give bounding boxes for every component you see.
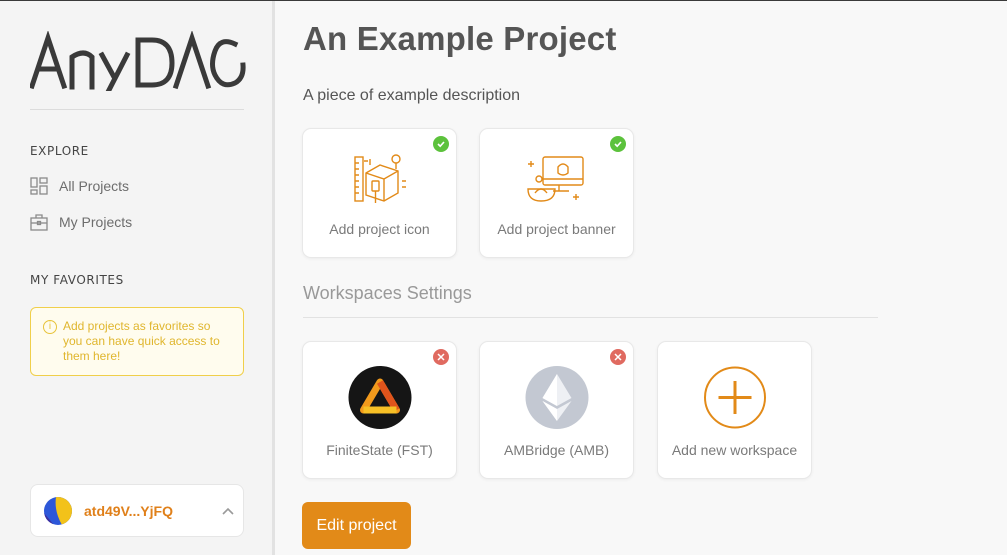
workspace-label: FiniteState (FST): [326, 442, 433, 458]
workspace-card-ambridge[interactable]: AMBridge (AMB): [479, 341, 634, 479]
check-icon: [433, 136, 449, 152]
design-monitor-icon: [525, 153, 589, 214]
grid-icon: [30, 177, 48, 195]
project-description: A piece of example description: [303, 87, 521, 104]
chevron-up-icon[interactable]: [213, 502, 243, 520]
logo-divider: [30, 109, 244, 110]
favorites-label: MY FAVORITES: [30, 273, 124, 287]
favorites-hint-text: Add projects as favorites so you can hav…: [63, 319, 220, 363]
add-project-icon-label: Add project icon: [329, 221, 430, 237]
check-icon: [610, 136, 626, 152]
explore-label: EXPLORE: [30, 144, 89, 158]
briefcase-icon: [30, 214, 48, 231]
remove-icon[interactable]: [433, 349, 449, 365]
favorites-hint: i Add projects as favorites so you can h…: [30, 307, 244, 376]
add-project-banner-label: Add project banner: [497, 221, 616, 237]
finitestate-logo: [348, 366, 411, 429]
add-project-banner-card[interactable]: Add project banner: [479, 128, 634, 258]
workspace-label: AMBridge (AMB): [503, 442, 610, 458]
add-project-icon-card[interactable]: Add project icon: [302, 128, 457, 258]
edit-project-button[interactable]: Edit project: [302, 502, 411, 549]
sidebar: EXPLORE All Projects My Projects MY FAVO…: [0, 1, 275, 555]
workspace-card-finitestate[interactable]: FiniteState (FST): [302, 341, 457, 479]
account-menu[interactable]: atd49V...YjFQ: [30, 484, 244, 537]
account-name: atd49V...YjFQ: [84, 502, 173, 519]
avatar: [44, 496, 72, 525]
page-title: An Example Project: [303, 20, 617, 57]
sidebar-item-my-projects[interactable]: My Projects: [30, 213, 132, 231]
workspaces-heading: Workspaces Settings: [303, 283, 472, 303]
add-workspace-card[interactable]: Add new workspace: [657, 341, 812, 479]
main-content: An Example Project A piece of example de…: [278, 1, 1007, 555]
sidebar-item-label: All Projects: [59, 178, 130, 194]
sidebar-item-label: My Projects: [59, 214, 133, 230]
info-icon: i: [43, 320, 57, 334]
sidebar-item-all-projects[interactable]: All Projects: [30, 177, 129, 195]
ethereum-icon: [525, 366, 588, 429]
remove-icon[interactable]: [610, 349, 626, 365]
plus-circle-icon: [703, 366, 766, 429]
anydao-logo[interactable]: [30, 31, 246, 91]
design-tools-icon: [352, 153, 408, 214]
add-workspace-label: Add new workspace: [671, 442, 798, 458]
section-divider: [303, 317, 878, 318]
